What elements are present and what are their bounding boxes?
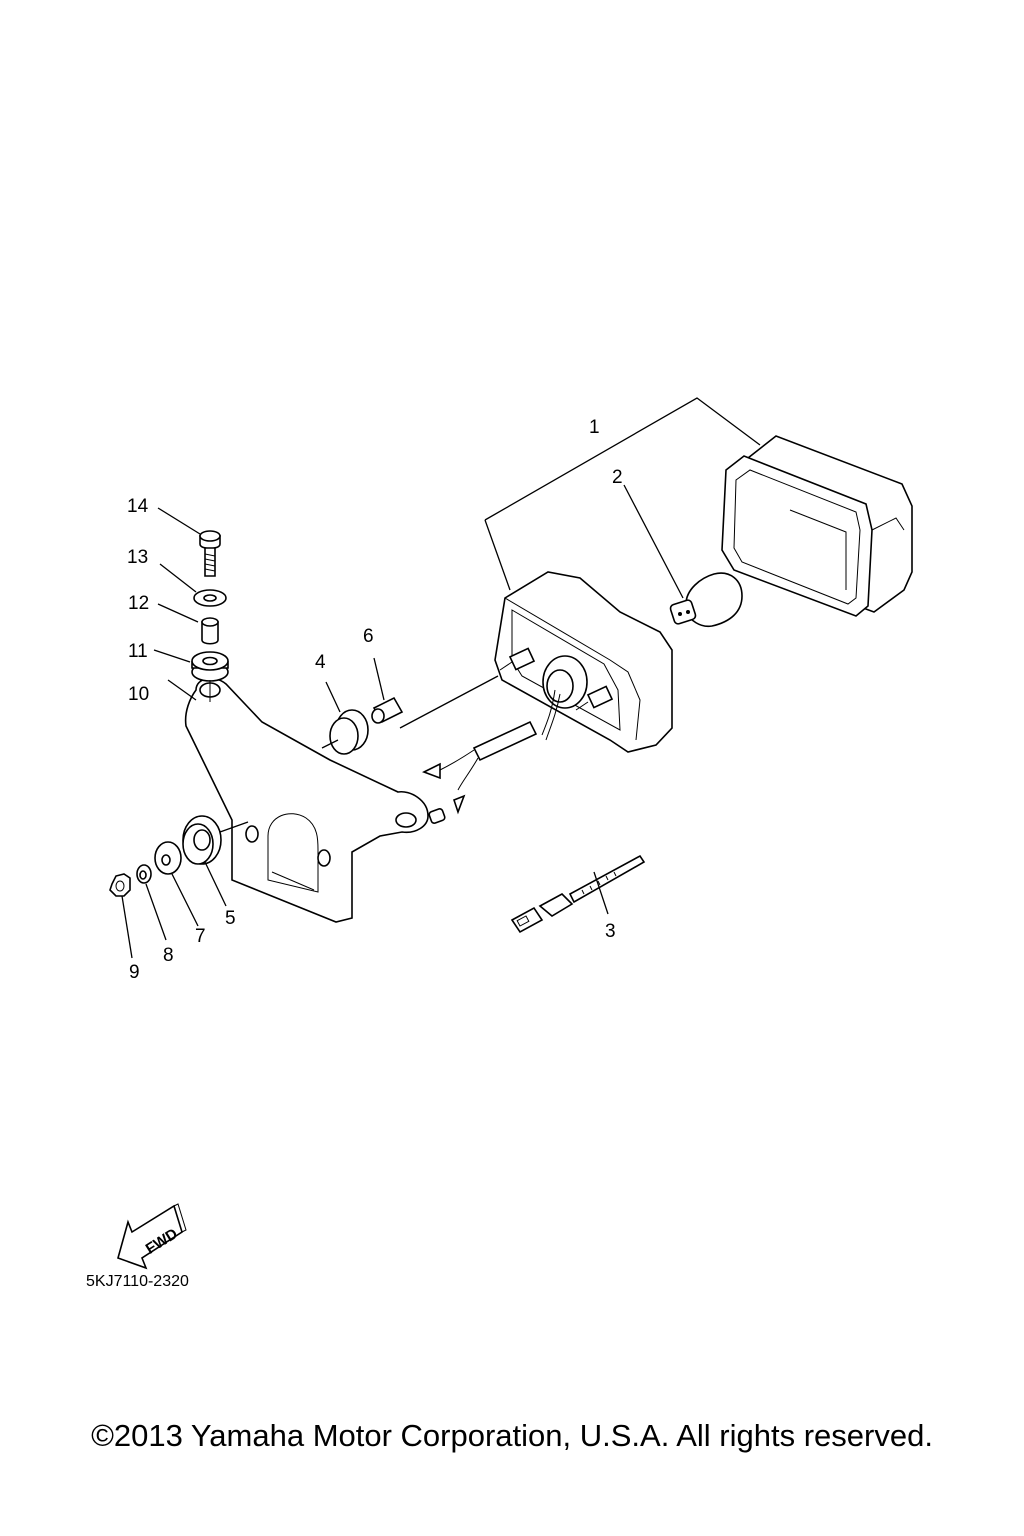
bulb-part-2 [623,484,743,628]
assembly-1-leader [484,397,761,591]
grommet-part-11 [153,649,229,702]
drawing-code: 5KJ7110-2320 [86,1273,189,1290]
lock-washer-part-8 [136,864,167,941]
callout-5: 5 [225,908,236,929]
spacer-part-5 [182,815,249,907]
tail-lens [721,435,913,617]
callout-4: 4 [315,652,326,673]
bolt-part-14 [157,507,221,577]
callout-9: 9 [129,962,140,983]
fwd-arrow-icon: FWD [117,1203,187,1270]
callout-3: 3 [605,921,616,942]
nut-part-9 [109,873,133,959]
grommet-part-4 [321,681,369,755]
callout-8: 8 [163,945,174,966]
wiring-harness [422,689,561,824]
callout-11: 11 [128,641,148,662]
callout-14: 14 [127,496,149,517]
washer-part-13 [159,563,227,607]
copyright-notice: ©2013 Yamaha Motor Corporation, U.S.A. A… [91,1418,933,1453]
spacer-part-6 [371,657,404,724]
callout-1: 1 [589,417,600,438]
callout-2: 2 [612,467,623,488]
cable-tie-part-3 [510,854,646,934]
callout-13: 13 [127,547,148,568]
collar-part-12 [157,603,219,645]
tail-light-housing [494,571,673,753]
callout-6: 6 [363,626,374,647]
bracket-part-10 [167,677,429,923]
callout-7: 7 [195,926,206,947]
washer-part-7 [154,841,199,927]
callout-12: 12 [128,593,149,614]
callout-10: 10 [128,684,149,705]
